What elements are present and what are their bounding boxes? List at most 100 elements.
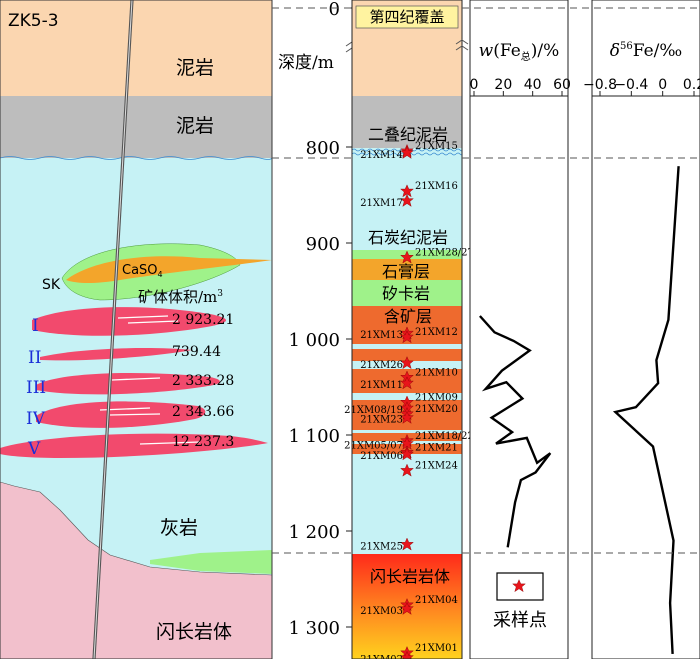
sample-label-3: 21XM17: [360, 198, 403, 209]
fe-chart-title: w(Fe总)/%: [479, 41, 560, 63]
column-gap-1: [352, 344, 462, 349]
ore-body-1: [32, 307, 227, 336]
sample-label-23: 21XM02: [360, 655, 403, 659]
diorite-body: [0, 481, 273, 659]
cross-section: ZK5-3 泥岩 泥岩 灰岩 闪长岩体 SK CaSO4 矿体体积/m3 I I…: [0, 0, 273, 659]
legend-label: 采样点: [493, 610, 547, 631]
delta-tick-label-1: −0.4: [614, 77, 648, 93]
depth-tick-label-4: 1 100: [288, 426, 340, 447]
sample-label-10: 21XM09: [415, 392, 458, 403]
sample-label-1: 21XM14: [360, 150, 403, 161]
ore-body-5: [0, 433, 268, 458]
sample-label-7: 21XM26: [360, 360, 403, 371]
depth-ticks: 0 800 900 1 000 1 100 1 200 1 300: [288, 0, 352, 639]
sample-label-0: 21XM15: [415, 141, 458, 152]
sample-label-18: 21XM24: [415, 461, 458, 472]
layer-label-permian: 二叠纪泥岩: [368, 125, 448, 144]
sample-label-15: 21XM05/07: [344, 441, 403, 452]
reference-lines: [272, 7, 700, 554]
sample-label-21: 21XM03: [360, 606, 403, 617]
well-id: ZK5-3: [8, 11, 59, 31]
ore-id-5: V: [27, 439, 41, 459]
sample-label-22: 21XM01: [415, 643, 458, 654]
ore-id-4: IV: [26, 409, 46, 429]
stratum-label-diorite: 闪长岩体: [156, 621, 232, 643]
delta-x-ticks: −0.8−0.4 0 0.2: [583, 77, 700, 96]
delta-tick-label-2: 0: [658, 77, 667, 93]
sample-label-19: 21XM25: [360, 541, 403, 552]
layer-label-skarn: 矽卡岩: [382, 284, 430, 303]
sample-label-4: 21XM28/27: [415, 247, 474, 258]
fe-data-line: [479, 315, 552, 548]
sample-label-5: 21XM13: [360, 330, 403, 341]
depth-tick-label-3: 1 000: [288, 330, 340, 351]
depth-tick-label-1: 800: [306, 138, 340, 159]
sample-label-11: 21XM08/19: [344, 405, 403, 416]
column-gap-4: [352, 430, 462, 433]
ore-id-2: II: [28, 348, 41, 368]
depth-tick-label-0: 0: [329, 0, 340, 20]
ore-body-3: [36, 373, 220, 395]
sample-label-20: 21XM04: [415, 595, 458, 606]
mudstone-top-zone: [0, 0, 272, 96]
sample-label-17: 21XM06: [360, 451, 403, 462]
sample-label-8: 21XM10: [415, 367, 458, 378]
stratum-label-limestone: 灰岩: [160, 517, 198, 539]
sample-label-9: 21XM11: [360, 380, 403, 391]
ore-volume-5: 12 237.3: [172, 434, 234, 450]
borehole-trace-inner: [93, 0, 133, 659]
column-skarn: [352, 280, 462, 306]
ore-volume-2: 739.44: [172, 344, 221, 360]
delta-chart-title: δ56Fe/‰: [610, 41, 682, 61]
delta-chart-frame: [591, 0, 700, 659]
column-gypsum: [352, 259, 462, 280]
fe-tick-label-3: 60: [553, 77, 571, 93]
fe-chart-frame: [469, 0, 569, 659]
delta-data-line: [612, 166, 680, 654]
delta-tick-label-3: 0.2: [683, 77, 700, 93]
layer-label-quaternary: 第四纪覆盖: [369, 8, 444, 26]
caso4-label: CaSO4: [122, 263, 163, 279]
volume-title: 矿体体积/m3: [138, 288, 223, 306]
delta-fe-chart: δ56Fe/‰ −0.8−0.4 0 0.2: [583, 0, 700, 659]
fe-tick-label-0: 0: [470, 77, 479, 93]
ore-volume-3: 2 333.28: [172, 373, 234, 389]
depth-tick-label-6: 1 300: [288, 618, 340, 639]
sample-label-2: 21XM16: [415, 181, 458, 192]
cross-section-frame: [0, 0, 273, 659]
sample-label-6: 21XM12: [415, 327, 458, 338]
layer-label-carboniferous: 石炭纪泥岩: [368, 228, 448, 247]
sample-marks: 21XM15 21XM14 21XM16 21XM17 21XM28/27 21XM13 2…: [344, 141, 474, 659]
sample-label-14: 21XM18/22: [415, 431, 474, 442]
ore-volume-1: 2 923.21: [172, 312, 234, 328]
skarn-wedge-bottom: [150, 550, 272, 574]
sk-label: SK: [42, 277, 61, 293]
mudstone-grey-zone: [0, 96, 272, 158]
layer-label-diorite: 闪长岩岩体: [370, 567, 450, 586]
stratum-label-mudstone-grey: 泥岩: [176, 115, 214, 137]
depth-axis: 深度/m 0 800 900 1 000 1 100 1 200 1 300: [278, 0, 359, 659]
depth-tick-label-2: 900: [306, 234, 340, 255]
ore-id-3: III: [26, 378, 46, 398]
unconformity-line: [0, 156, 273, 160]
depth-axis-label: 深度/m: [278, 53, 334, 73]
layer-label-gypsum: 石膏层: [382, 262, 430, 281]
stratum-label-mudstone-top: 泥岩: [176, 57, 214, 79]
column-frame: [351, 0, 463, 659]
fe-tick-label-2: 40: [524, 77, 542, 93]
lithologic-column: 第四纪覆盖 二叠纪泥岩 石炭纪泥岩 石膏层 矽卡岩 含矿层 闪长岩岩体 21XM…: [344, 0, 474, 659]
ore-body-2: [40, 348, 192, 361]
column-axis-break: [455, 39, 469, 51]
sample-label-16: 21XM21: [415, 442, 458, 453]
ore-id-1: I: [32, 316, 39, 336]
ore-volume-4: 2 343.66: [172, 404, 234, 420]
delta-tick-label-0: −0.8: [583, 77, 617, 93]
quaternary-label-box: [355, 5, 459, 29]
sample-label-12: 21XM20: [415, 404, 458, 415]
depth-tick-label-5: 1 200: [288, 522, 340, 543]
column-ore-2: [352, 349, 462, 361]
layer-label-ore: 含矿层: [384, 307, 432, 326]
